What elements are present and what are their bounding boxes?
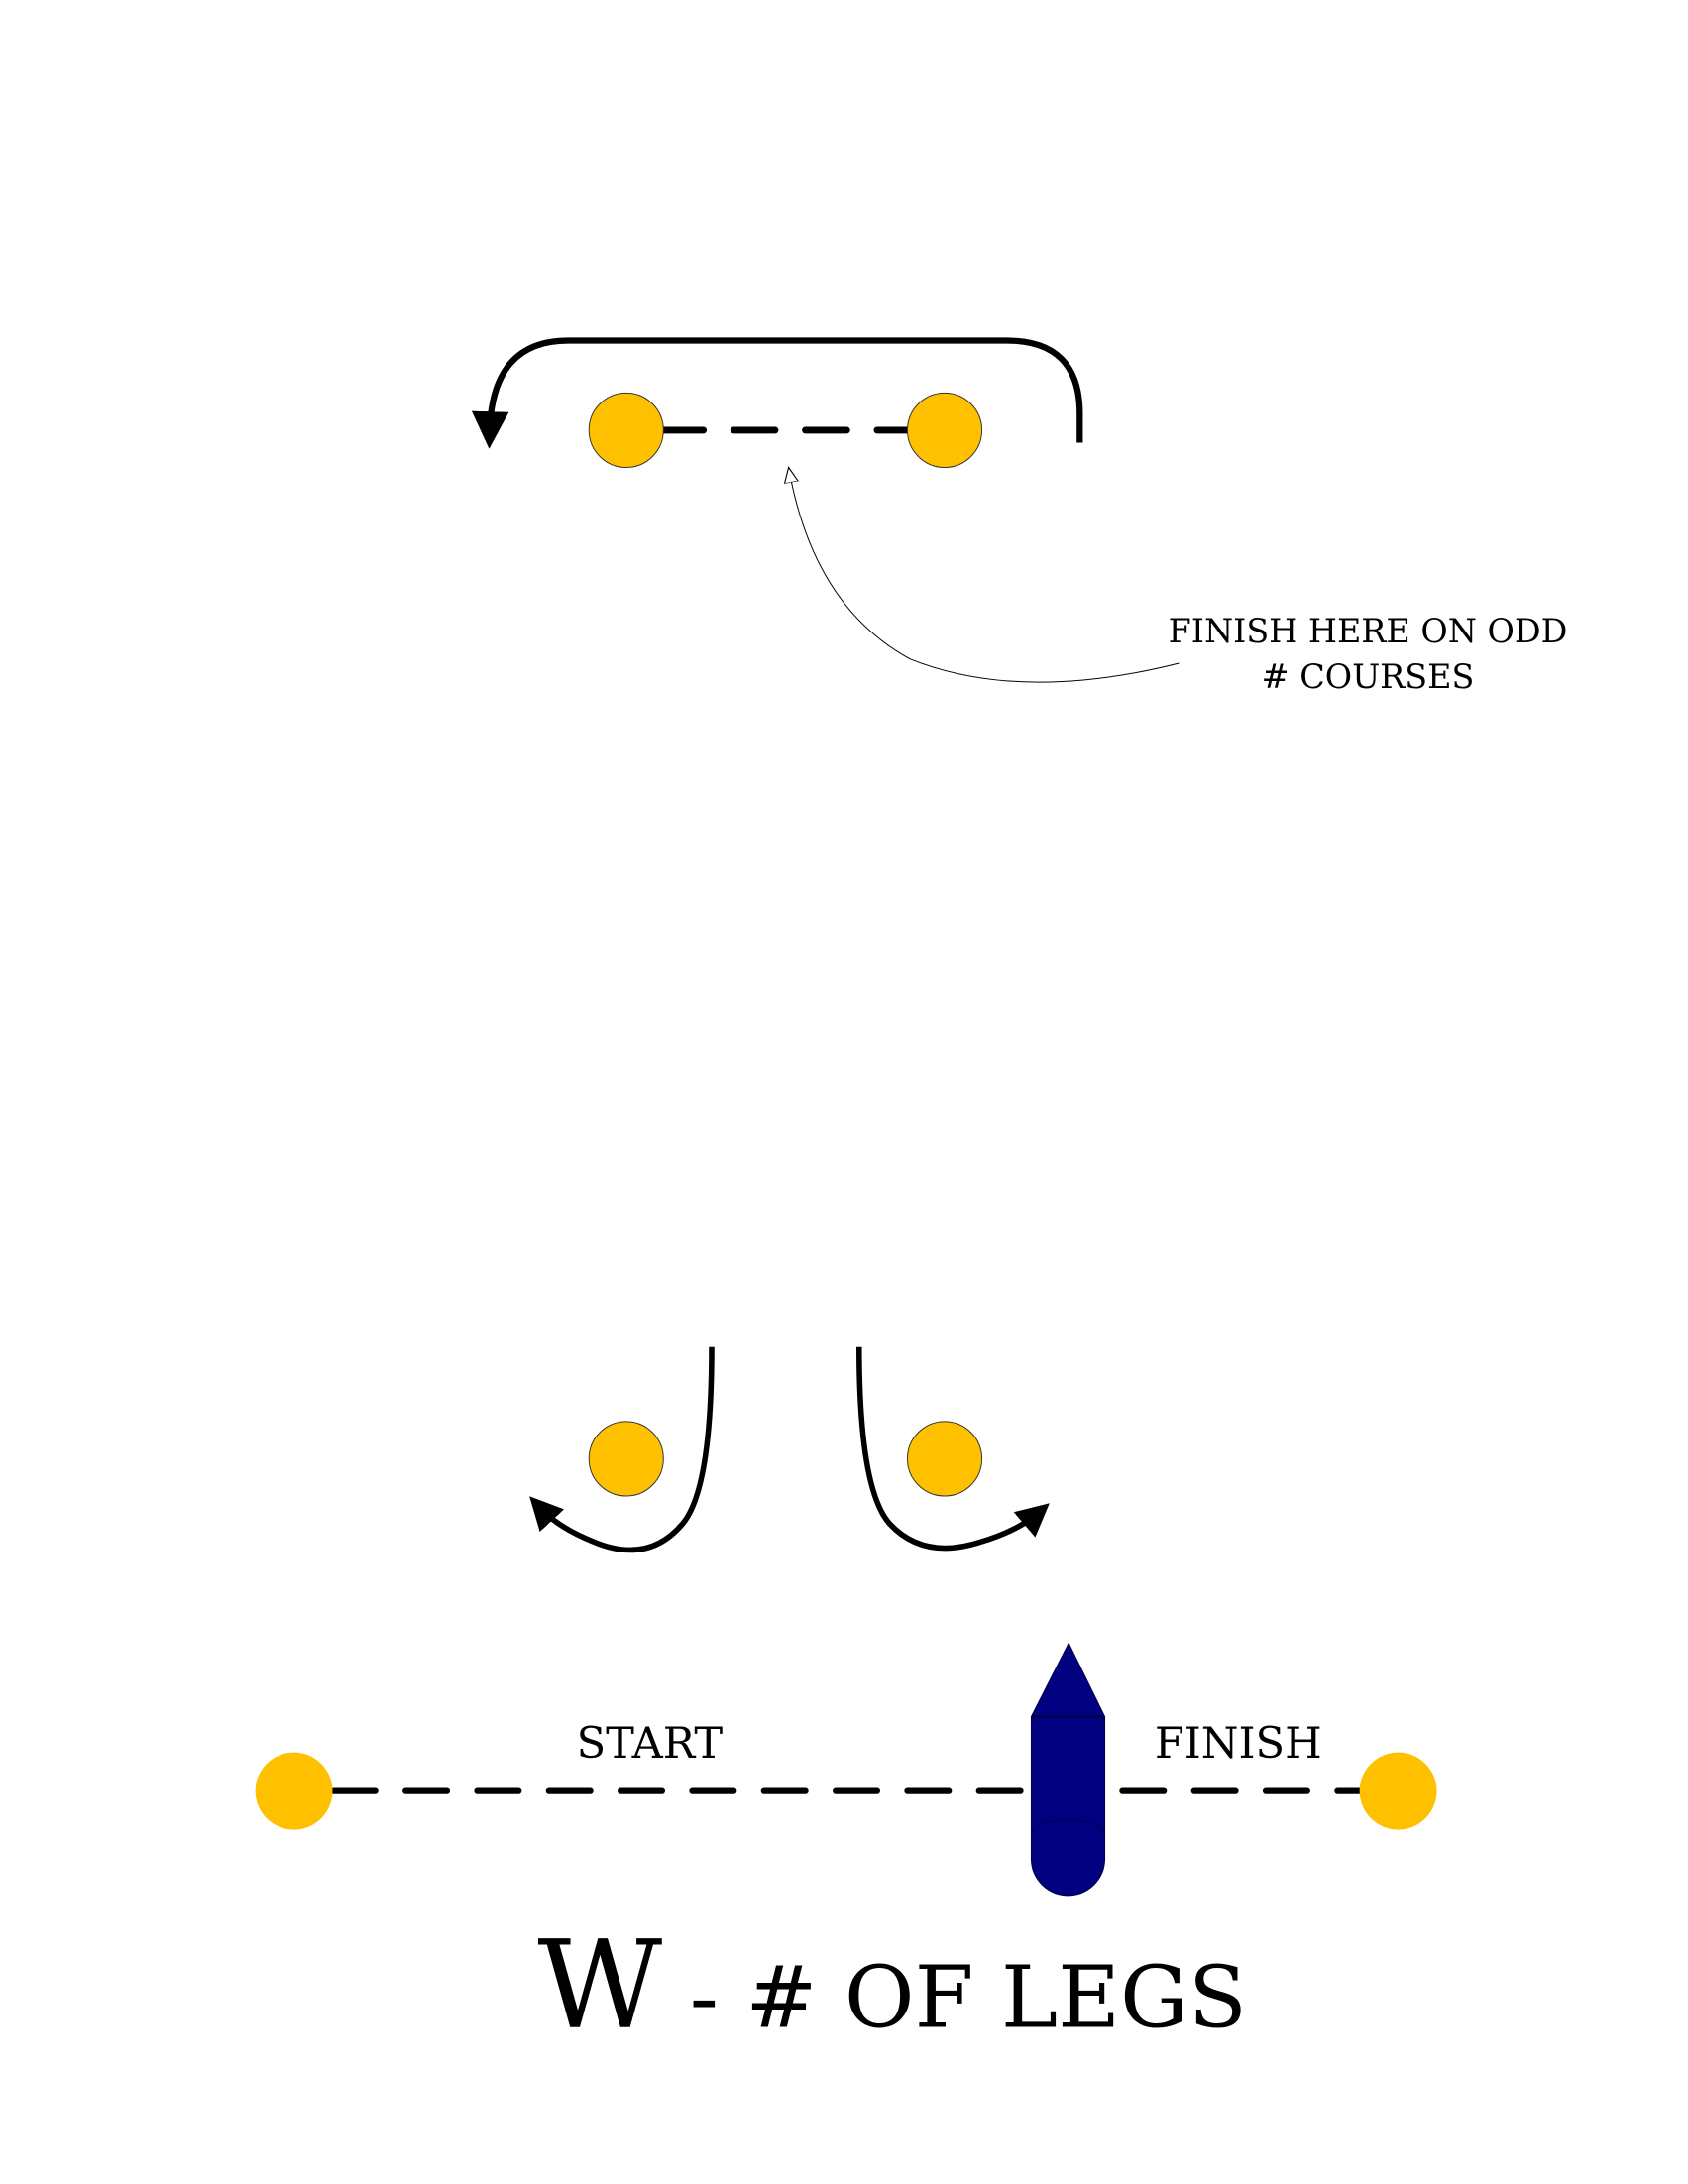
right-rounding-arrow — [856, 1346, 1050, 1552]
annotation-line-1: FINISH HERE ON ODD — [1169, 612, 1568, 650]
finish-pin-mark — [1359, 1752, 1437, 1830]
left-rounding-arrow — [529, 1346, 715, 1553]
committee-boat-icon — [1030, 1642, 1106, 1897]
top-right-mark — [906, 392, 983, 468]
bottom-right-mark — [906, 1421, 983, 1497]
bottom-left-mark — [588, 1421, 664, 1497]
course-letter: W — [537, 1913, 662, 2055]
annotation-line-2: # COURSES — [1262, 657, 1475, 696]
finish-label: FINISH — [1155, 1719, 1322, 1769]
start-label: START — [577, 1719, 724, 1769]
course-title: - # OF LEGS — [690, 1948, 1247, 2047]
annotation-pointer-arrow — [789, 469, 1180, 683]
pin-end-mark — [255, 1752, 333, 1830]
top-left-mark — [588, 392, 664, 468]
top-rounding-arrow — [471, 337, 1083, 449]
